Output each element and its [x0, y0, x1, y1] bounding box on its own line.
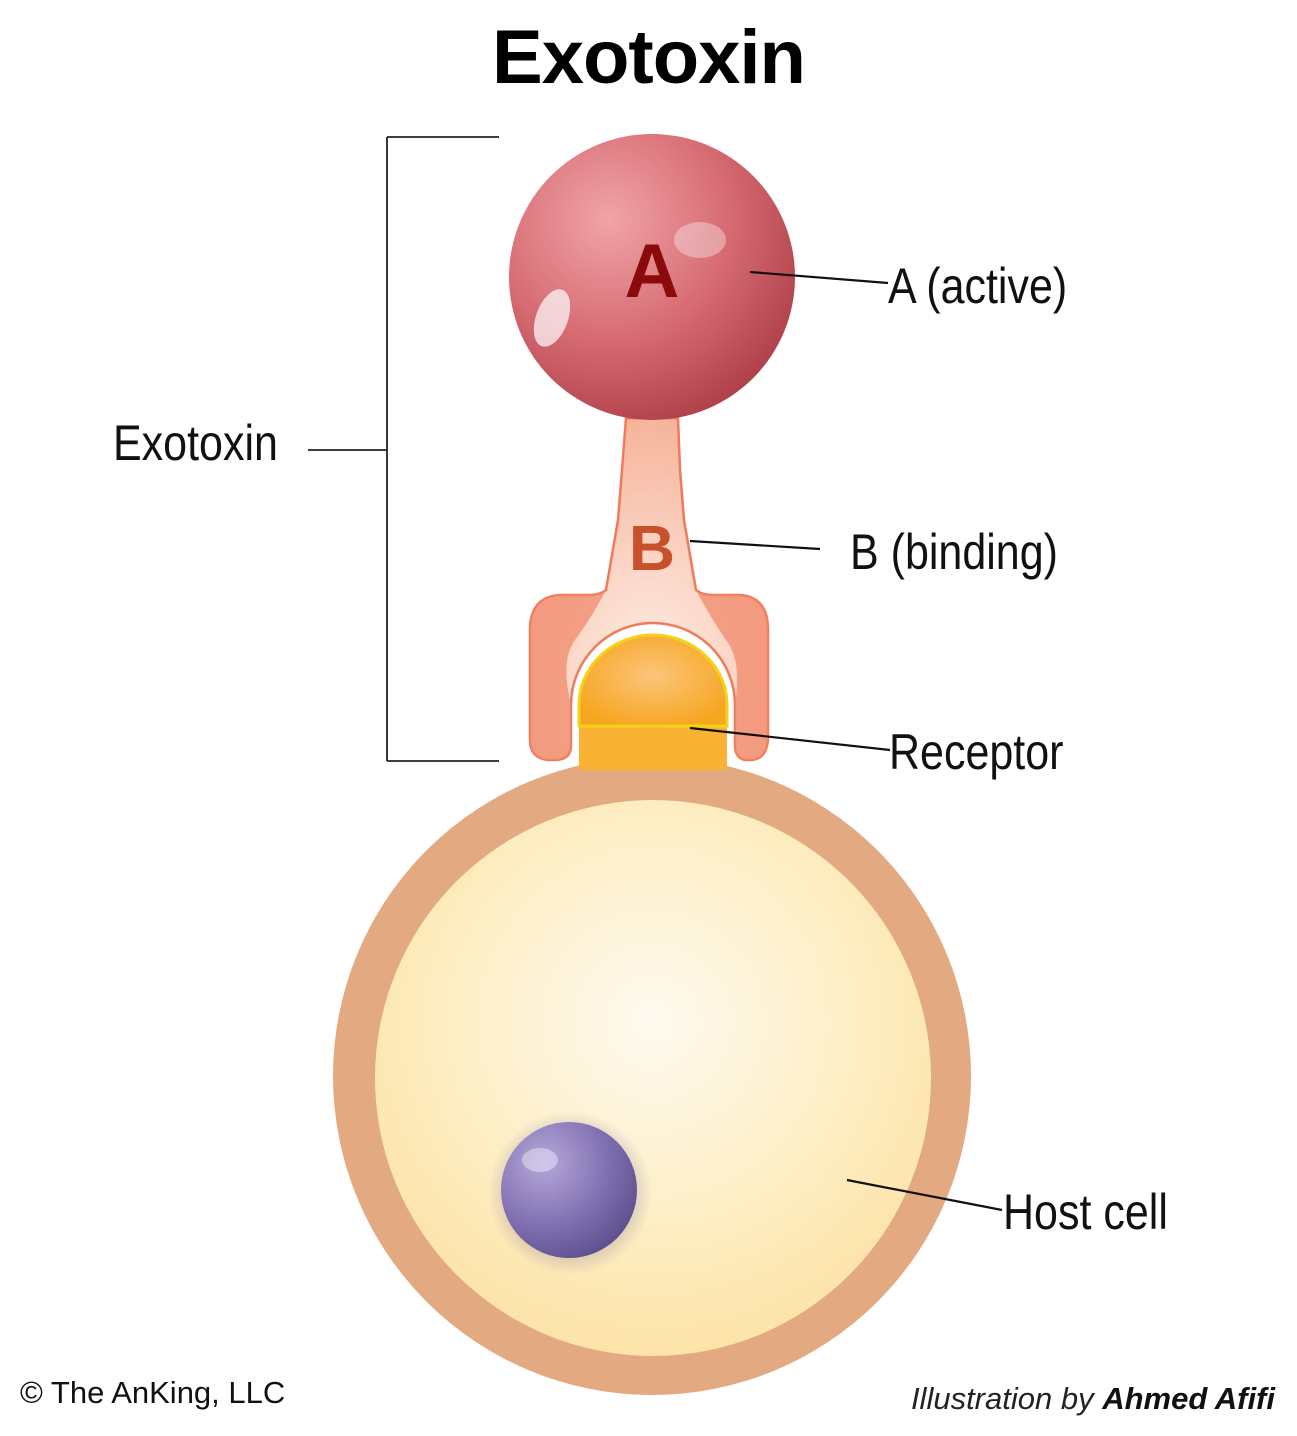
label-host-cell: Host cell [1003, 1184, 1168, 1240]
a-subunit-sphere [509, 134, 795, 420]
receptor [577, 633, 729, 770]
leader-receptor [689, 726, 891, 752]
b-subunit-letter: B [629, 512, 675, 584]
receptor-stem [579, 726, 727, 770]
b-subunit-left-arm [530, 590, 606, 760]
label-a-active: A (active) [888, 258, 1068, 314]
leader-b-binding [689, 539, 821, 551]
exotoxin-bracket [308, 136, 499, 762]
nucleus [501, 1122, 637, 1258]
receptor-head [577, 633, 729, 728]
a-subunit-letter: A [625, 229, 680, 314]
copyright-notice: © The AnKing, LLC [20, 1375, 286, 1410]
illustration-author: Ahmed Afifi [1102, 1381, 1275, 1416]
label-receptor: Receptor [889, 724, 1064, 780]
a-subunit-shine [674, 222, 726, 258]
page-title: Exotoxin [492, 15, 806, 100]
cytoplasm [375, 800, 931, 1356]
b-subunit-right-arm [696, 590, 768, 760]
leader-a-active [749, 270, 889, 285]
b-subunit [528, 416, 770, 762]
illustration-credit: Illustration by Ahmed Afifi [911, 1381, 1275, 1417]
illustration-prefix: Illustration by [910, 1381, 1094, 1416]
host-cell [333, 757, 971, 1395]
label-b-binding: B (binding) [850, 524, 1058, 580]
a-subunit-highlight [533, 289, 571, 347]
a-subunit [509, 134, 795, 420]
label-exotoxin: Exotoxin [113, 415, 278, 471]
leader-lines [689, 270, 1003, 1212]
nucleus-highlight [522, 1148, 558, 1172]
leader-host-cell [846, 1178, 1003, 1212]
